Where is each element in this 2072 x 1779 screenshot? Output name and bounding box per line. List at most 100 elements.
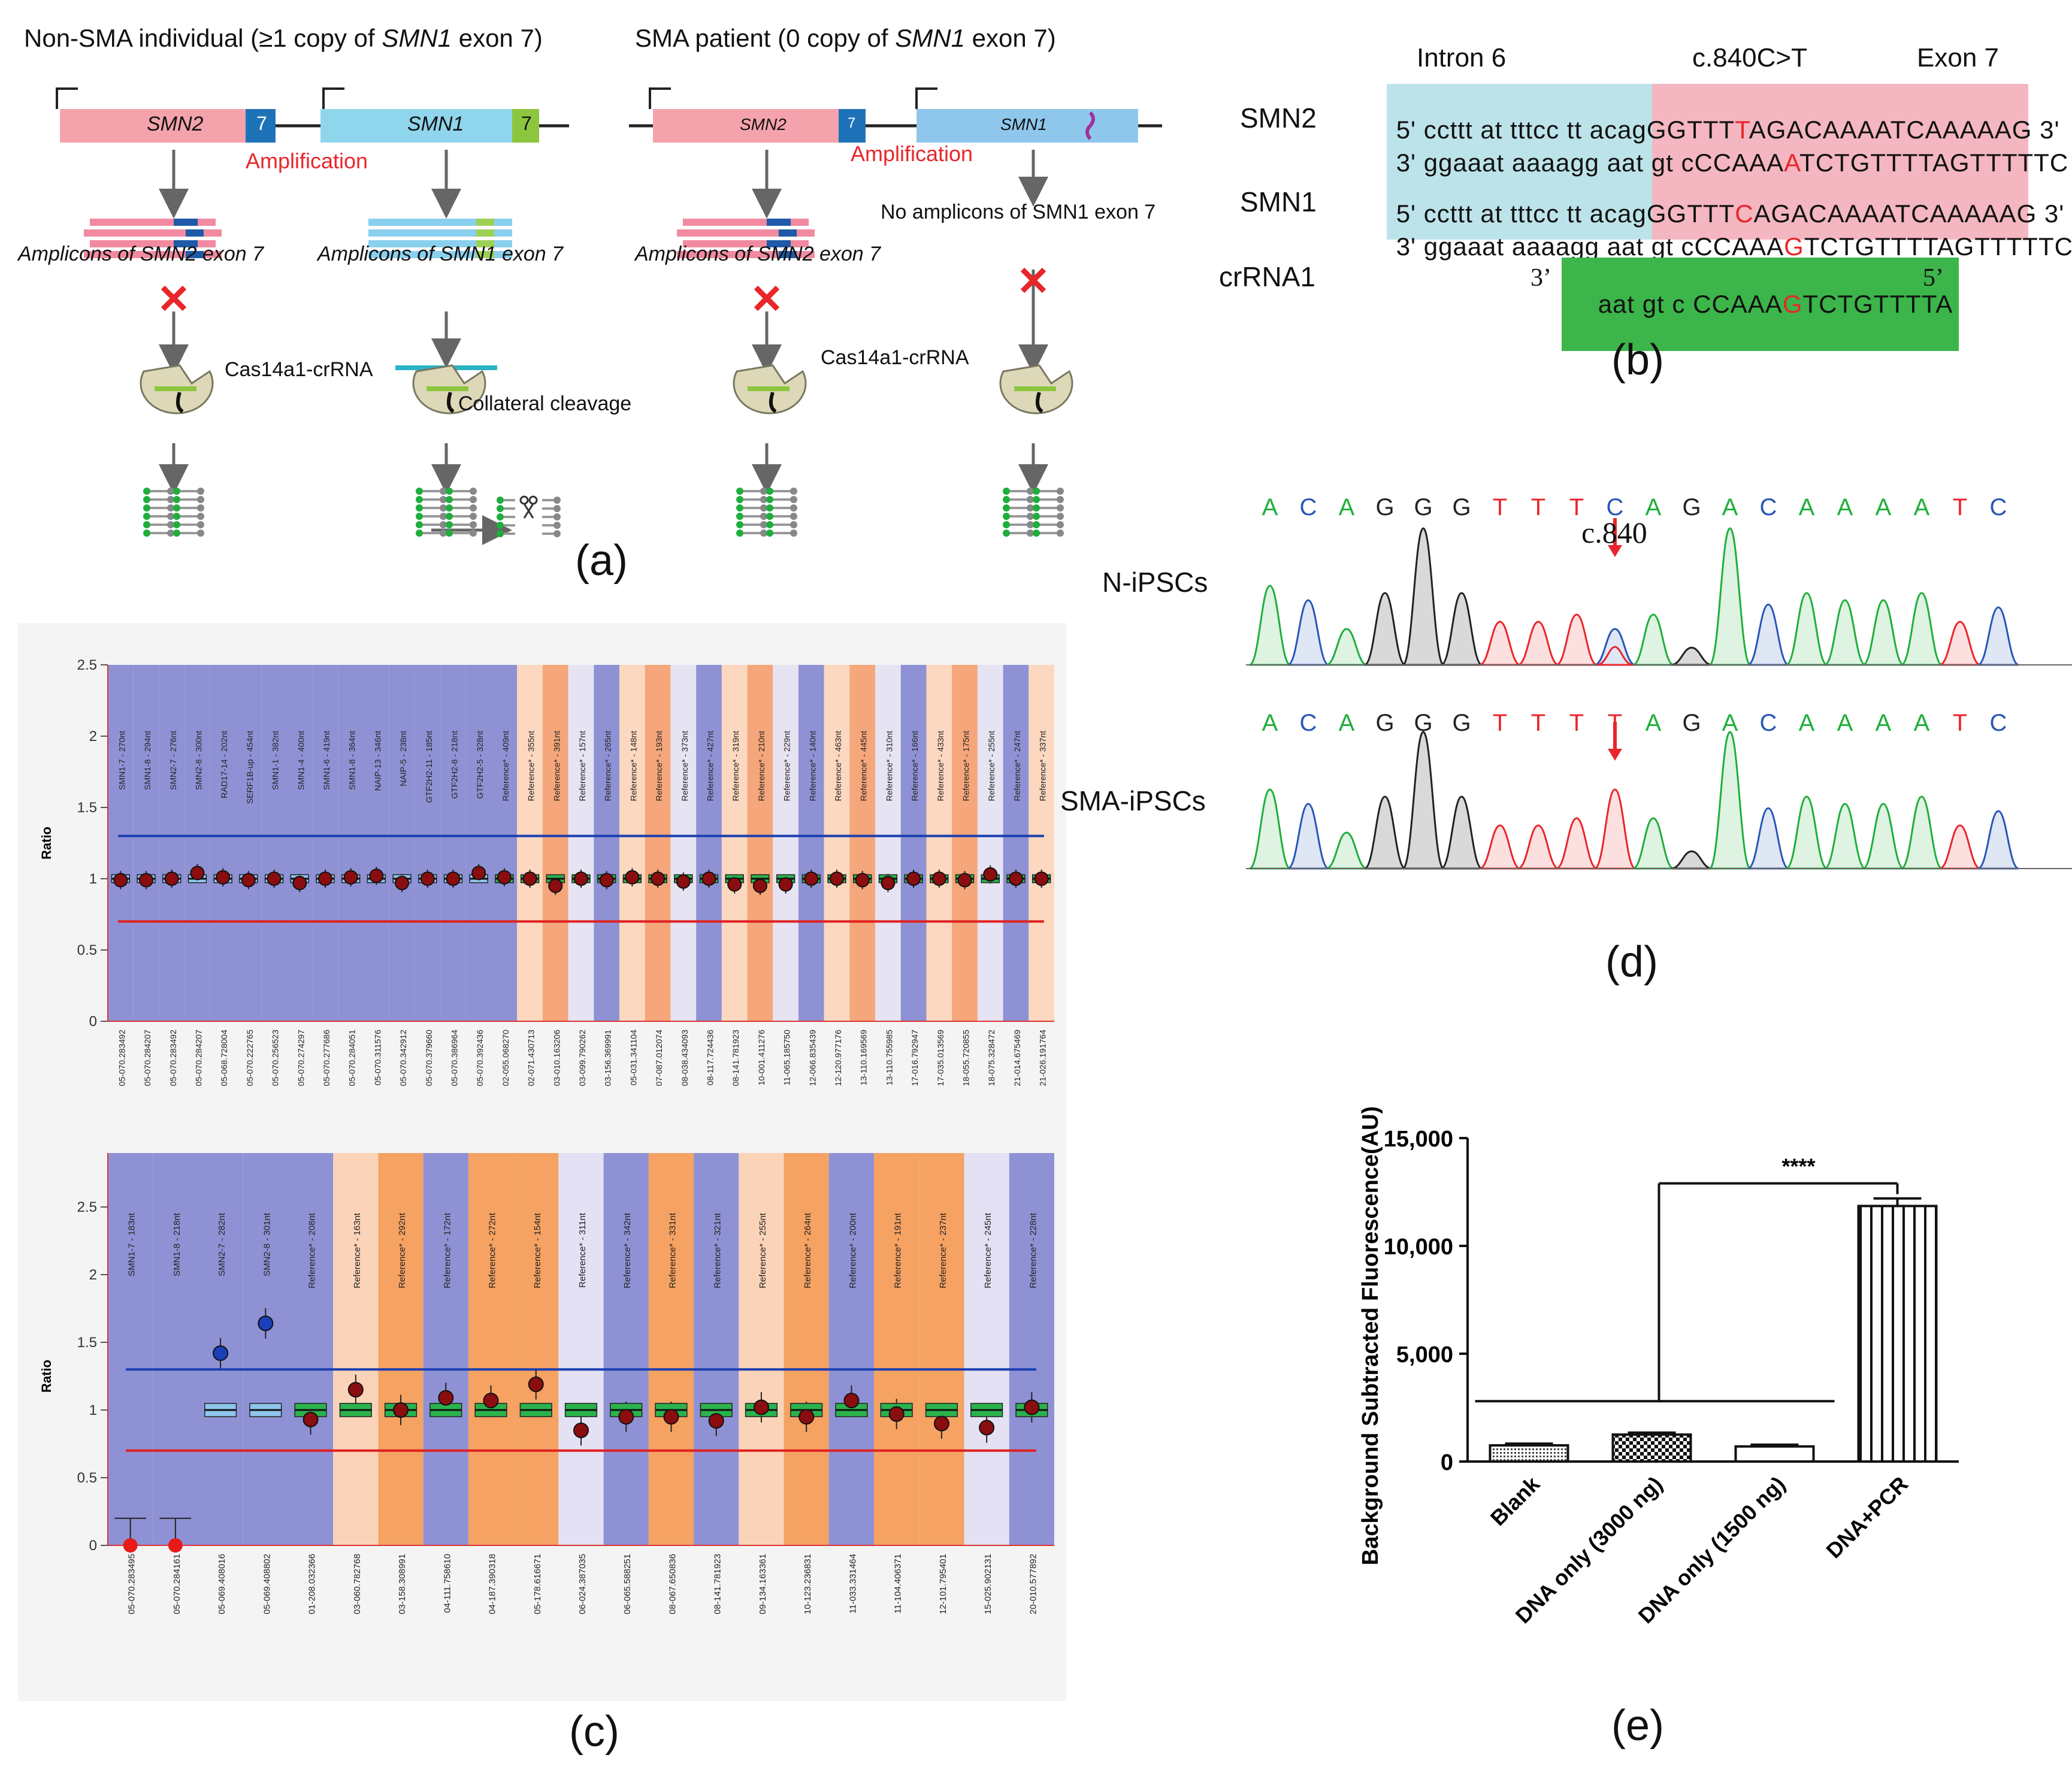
base-call-letter: G (1452, 494, 1471, 521)
probe-column-bg (333, 1153, 379, 1545)
probe-column-bg (648, 1153, 694, 1545)
fluorophore-dot (766, 530, 773, 537)
probe-label: Reference* - 433nt (936, 731, 945, 801)
position-label: 10-123.236831 (803, 1554, 813, 1614)
probe-label: Reference* - 265nt (603, 731, 613, 801)
probe-column-bg (747, 665, 773, 1021)
smn1-amplicons-left (368, 219, 512, 258)
ratio-point (830, 872, 845, 886)
red-x-icon-2 (754, 285, 780, 311)
fluorophore-dot (173, 530, 180, 537)
base-call-letter: T (1953, 494, 1967, 521)
position-label: 02-055.068270 (501, 1030, 510, 1086)
trace-peak (1326, 831, 1368, 870)
bar (1857, 1205, 1938, 1463)
probe-label: SMN2-7 - 276nt (168, 731, 178, 790)
ratio-point (258, 1315, 274, 1332)
probe-label: Reference* - 409nt (501, 731, 510, 801)
probe-column-bg (739, 1153, 784, 1545)
fluorophore-dot (416, 530, 423, 537)
position-label: 07-087.012074 (654, 1030, 664, 1086)
probe-column-bg (594, 665, 620, 1021)
fluorophore-dot (143, 521, 150, 528)
probe-label: Reference* - 208nt (307, 1212, 317, 1288)
probe-label: Reference* - 342nt (622, 1212, 633, 1288)
base-call-letter: A (1876, 494, 1892, 521)
position-label: 04-111.758610 (442, 1554, 452, 1613)
smn2-exon-label-right: 7 (848, 115, 856, 131)
ratio-point (663, 1409, 679, 1425)
probe-label: SMN1-8 - 218nt (172, 1212, 182, 1276)
trace-peak (1364, 592, 1406, 666)
probe-label: Reference* - 355nt (527, 731, 536, 801)
ratio-point (267, 872, 282, 886)
position-label: 03-099.790262 (577, 1030, 587, 1086)
c840-marker-label: c.840 (1581, 516, 1647, 549)
red-x-icon-1 (161, 285, 187, 311)
crrna-sequence: aat gt c CCAAAGTCTGTTTTA (1562, 258, 1959, 351)
fluorophore-dot (766, 504, 773, 512)
position-label: 13-110.169569 (859, 1030, 869, 1085)
position-label: 05-070.284161 (172, 1554, 182, 1614)
probe-label: Reference* - 237nt (938, 1212, 948, 1288)
probe-label: Reference* - 175nt (961, 731, 971, 801)
ratio-point (983, 867, 998, 882)
probe-column-bg (721, 665, 748, 1021)
base-call-letter: A (1645, 494, 1662, 521)
reporter-probes (143, 488, 1064, 537)
base-call-letter: A (1914, 710, 1930, 736)
probe-label: SMN1-8 - 294nt (143, 731, 152, 790)
probe-column-bg (312, 665, 338, 1021)
probe-label: Reference* - 255nt (758, 1212, 768, 1288)
y-tick-label: 2 (89, 1267, 97, 1283)
y-tick-label: 15,000 (1384, 1127, 1453, 1152)
ratio-point (113, 873, 128, 888)
probe-label: Reference* - 163nt (352, 1212, 362, 1288)
probe-label: Reference* - 247nt (1012, 731, 1022, 801)
base-call-letter: G (1452, 710, 1471, 736)
probe-label: Reference* - 311nt (577, 1212, 588, 1288)
ratio-point (522, 872, 537, 886)
probe-column-bg (926, 665, 952, 1021)
fluorophore-dot (1033, 530, 1040, 537)
smn2-seq-name: SMN2 (1240, 102, 1317, 134)
probe-label: Reference* - 166nt (910, 731, 919, 801)
probe-label: Reference* - 337nt (1038, 731, 1048, 801)
position-label: 05-069.408802 (262, 1554, 272, 1614)
position-label: 09-134.163361 (758, 1554, 768, 1614)
bar (1489, 1444, 1569, 1463)
position-label: 05-070.392436 (475, 1030, 485, 1086)
smn1-seq-name: SMN1 (1240, 186, 1317, 217)
fluorophore-dot (416, 521, 423, 528)
position-label: 06-024.387035 (577, 1554, 588, 1614)
position-label: 05-070.284207 (143, 1030, 152, 1086)
fluorophore-dot (736, 496, 743, 503)
smn1-top-strand: 5' ccttt at tttcc tt acagGGTTTCAGACAAAAT… (1396, 199, 2065, 228)
fluorophore-dot (736, 488, 743, 495)
smn2-exon7-right (839, 109, 866, 143)
ratio-point (438, 1390, 454, 1406)
n-ipscs-label: N-iPSCs (1102, 567, 1208, 598)
fluorophore-dot (143, 513, 150, 520)
panel-b-label: (b) (1611, 336, 1664, 384)
intron-bg (1387, 84, 1652, 240)
cas14a1-enzyme-icon-3 (733, 364, 807, 415)
base-call-letter: C (1300, 494, 1317, 521)
position-label: 15-025.902131 (983, 1554, 993, 1614)
panel-a-title-left: Non-SMA individual (≥1 copy of SMN1 exon… (24, 24, 543, 52)
ratio-point (727, 877, 742, 892)
cas14a1-enzyme-icon-2 (395, 364, 497, 415)
probe-column-bg (952, 665, 978, 1021)
trace-peak (1287, 599, 1329, 666)
y-tick-label: 10,000 (1384, 1235, 1453, 1260)
y-tick-label: 0 (1441, 1450, 1453, 1475)
ratio-point (164, 872, 179, 886)
y-tick-label: 0 (89, 1013, 97, 1030)
probe-label: GTF2H2-11 - 185nt (424, 731, 434, 803)
base-call-letter: A (1339, 710, 1355, 736)
fluorophore-dot (1033, 488, 1040, 495)
cas-label-left: Cas14a1-crRNA (225, 358, 373, 381)
fluorophore-dot (446, 521, 453, 528)
probe-column-bg (517, 665, 543, 1021)
trace-peak (1939, 621, 1981, 666)
